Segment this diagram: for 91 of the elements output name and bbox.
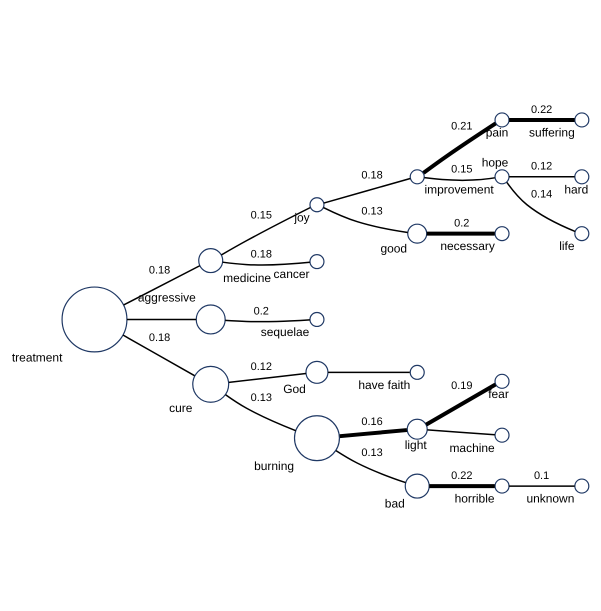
edge-label: 0.12 bbox=[250, 361, 272, 374]
node-label: aggressive bbox=[138, 290, 196, 305]
node-circle bbox=[494, 112, 510, 128]
node-circle bbox=[574, 169, 590, 184]
edge-label: 0.2 bbox=[254, 305, 269, 318]
edge-label: 0.19 bbox=[451, 380, 472, 392]
node-circle bbox=[494, 226, 510, 242]
connector bbox=[225, 394, 296, 432]
connector bbox=[509, 176, 575, 178]
node-circle bbox=[494, 374, 510, 389]
node-label: good bbox=[380, 242, 408, 256]
edge-label: 0.2 bbox=[454, 217, 470, 230]
connector bbox=[422, 122, 497, 174]
node-circle bbox=[192, 366, 230, 403]
edge-label: 0.13 bbox=[361, 446, 383, 459]
node-circle bbox=[196, 304, 226, 335]
edge-label: 0.12 bbox=[530, 160, 552, 173]
connector bbox=[336, 450, 406, 484]
edge-label: 0.13 bbox=[361, 206, 383, 218]
node-label: life bbox=[559, 239, 575, 254]
node-label: horrible bbox=[454, 492, 495, 506]
edge-label: 0.18 bbox=[361, 170, 383, 182]
connector bbox=[340, 428, 408, 438]
edge-label: 0.22 bbox=[530, 104, 552, 116]
edge-label: 0.15 bbox=[250, 210, 272, 222]
edge-label: 0.16 bbox=[361, 416, 383, 428]
node-label: suffering bbox=[529, 126, 575, 140]
node-circle bbox=[61, 286, 128, 352]
node-circle bbox=[410, 364, 425, 380]
edge-label: 0.15 bbox=[451, 164, 472, 176]
node-circle bbox=[294, 415, 340, 462]
edge-label: 0.18 bbox=[148, 264, 170, 276]
node-circle bbox=[404, 474, 430, 499]
node-circle bbox=[574, 112, 590, 128]
connector bbox=[127, 318, 196, 320]
connector bbox=[328, 372, 410, 374]
node-label: pain bbox=[486, 126, 508, 140]
edge-label: 0.1 bbox=[534, 470, 550, 482]
edge-label: 0.18 bbox=[250, 248, 272, 260]
connector bbox=[425, 382, 496, 426]
edge-label: 0.22 bbox=[451, 470, 472, 482]
node-label: unknown bbox=[526, 492, 574, 506]
connector bbox=[221, 206, 310, 256]
node-label: light bbox=[404, 438, 427, 452]
node-label: joy bbox=[294, 210, 310, 224]
connector bbox=[228, 372, 306, 384]
connector bbox=[324, 178, 410, 204]
node-label: medicine bbox=[223, 271, 272, 286]
node-label: machine bbox=[449, 440, 495, 455]
node-circle bbox=[198, 248, 224, 274]
connector bbox=[122, 334, 195, 376]
connector bbox=[225, 319, 310, 322]
node-label: bad bbox=[384, 496, 405, 511]
connector bbox=[123, 265, 200, 306]
connector bbox=[509, 485, 575, 487]
connector bbox=[429, 484, 495, 488]
connector bbox=[427, 429, 495, 436]
connector bbox=[323, 206, 408, 234]
node-label: sequelae bbox=[260, 325, 310, 340]
node-circle bbox=[410, 169, 425, 184]
node-label: cancer bbox=[274, 267, 310, 282]
node-circle bbox=[305, 360, 329, 384]
connector bbox=[509, 118, 575, 122]
node-label: improvement bbox=[424, 182, 494, 196]
node-label: have faith bbox=[358, 378, 410, 392]
node-circle bbox=[494, 428, 510, 443]
node-circle bbox=[309, 312, 325, 328]
node-label: God bbox=[283, 382, 306, 396]
node-circle bbox=[406, 418, 428, 440]
node-label: hard bbox=[564, 182, 588, 196]
node-label: cure bbox=[169, 400, 192, 415]
connector bbox=[426, 232, 495, 236]
edge-label: 0.13 bbox=[250, 392, 272, 404]
edge-label: 0.14 bbox=[530, 188, 552, 201]
node-label: hope bbox=[482, 155, 508, 170]
edge-label: 0.21 bbox=[451, 120, 472, 133]
node-label: treatment bbox=[12, 350, 62, 364]
node-circle bbox=[494, 169, 510, 184]
connector bbox=[222, 261, 310, 266]
node-circle bbox=[574, 226, 590, 242]
connector bbox=[506, 182, 576, 232]
node-circle bbox=[309, 254, 325, 270]
node-circle bbox=[309, 197, 325, 212]
node-label: necessary bbox=[440, 239, 495, 254]
node-label: fear bbox=[488, 386, 509, 401]
edge-label: 0.18 bbox=[148, 332, 170, 344]
node-circle bbox=[494, 478, 510, 494]
node-circle bbox=[407, 224, 428, 244]
connector bbox=[424, 176, 495, 182]
node-label: burning bbox=[254, 459, 294, 474]
node-circle bbox=[574, 478, 590, 494]
